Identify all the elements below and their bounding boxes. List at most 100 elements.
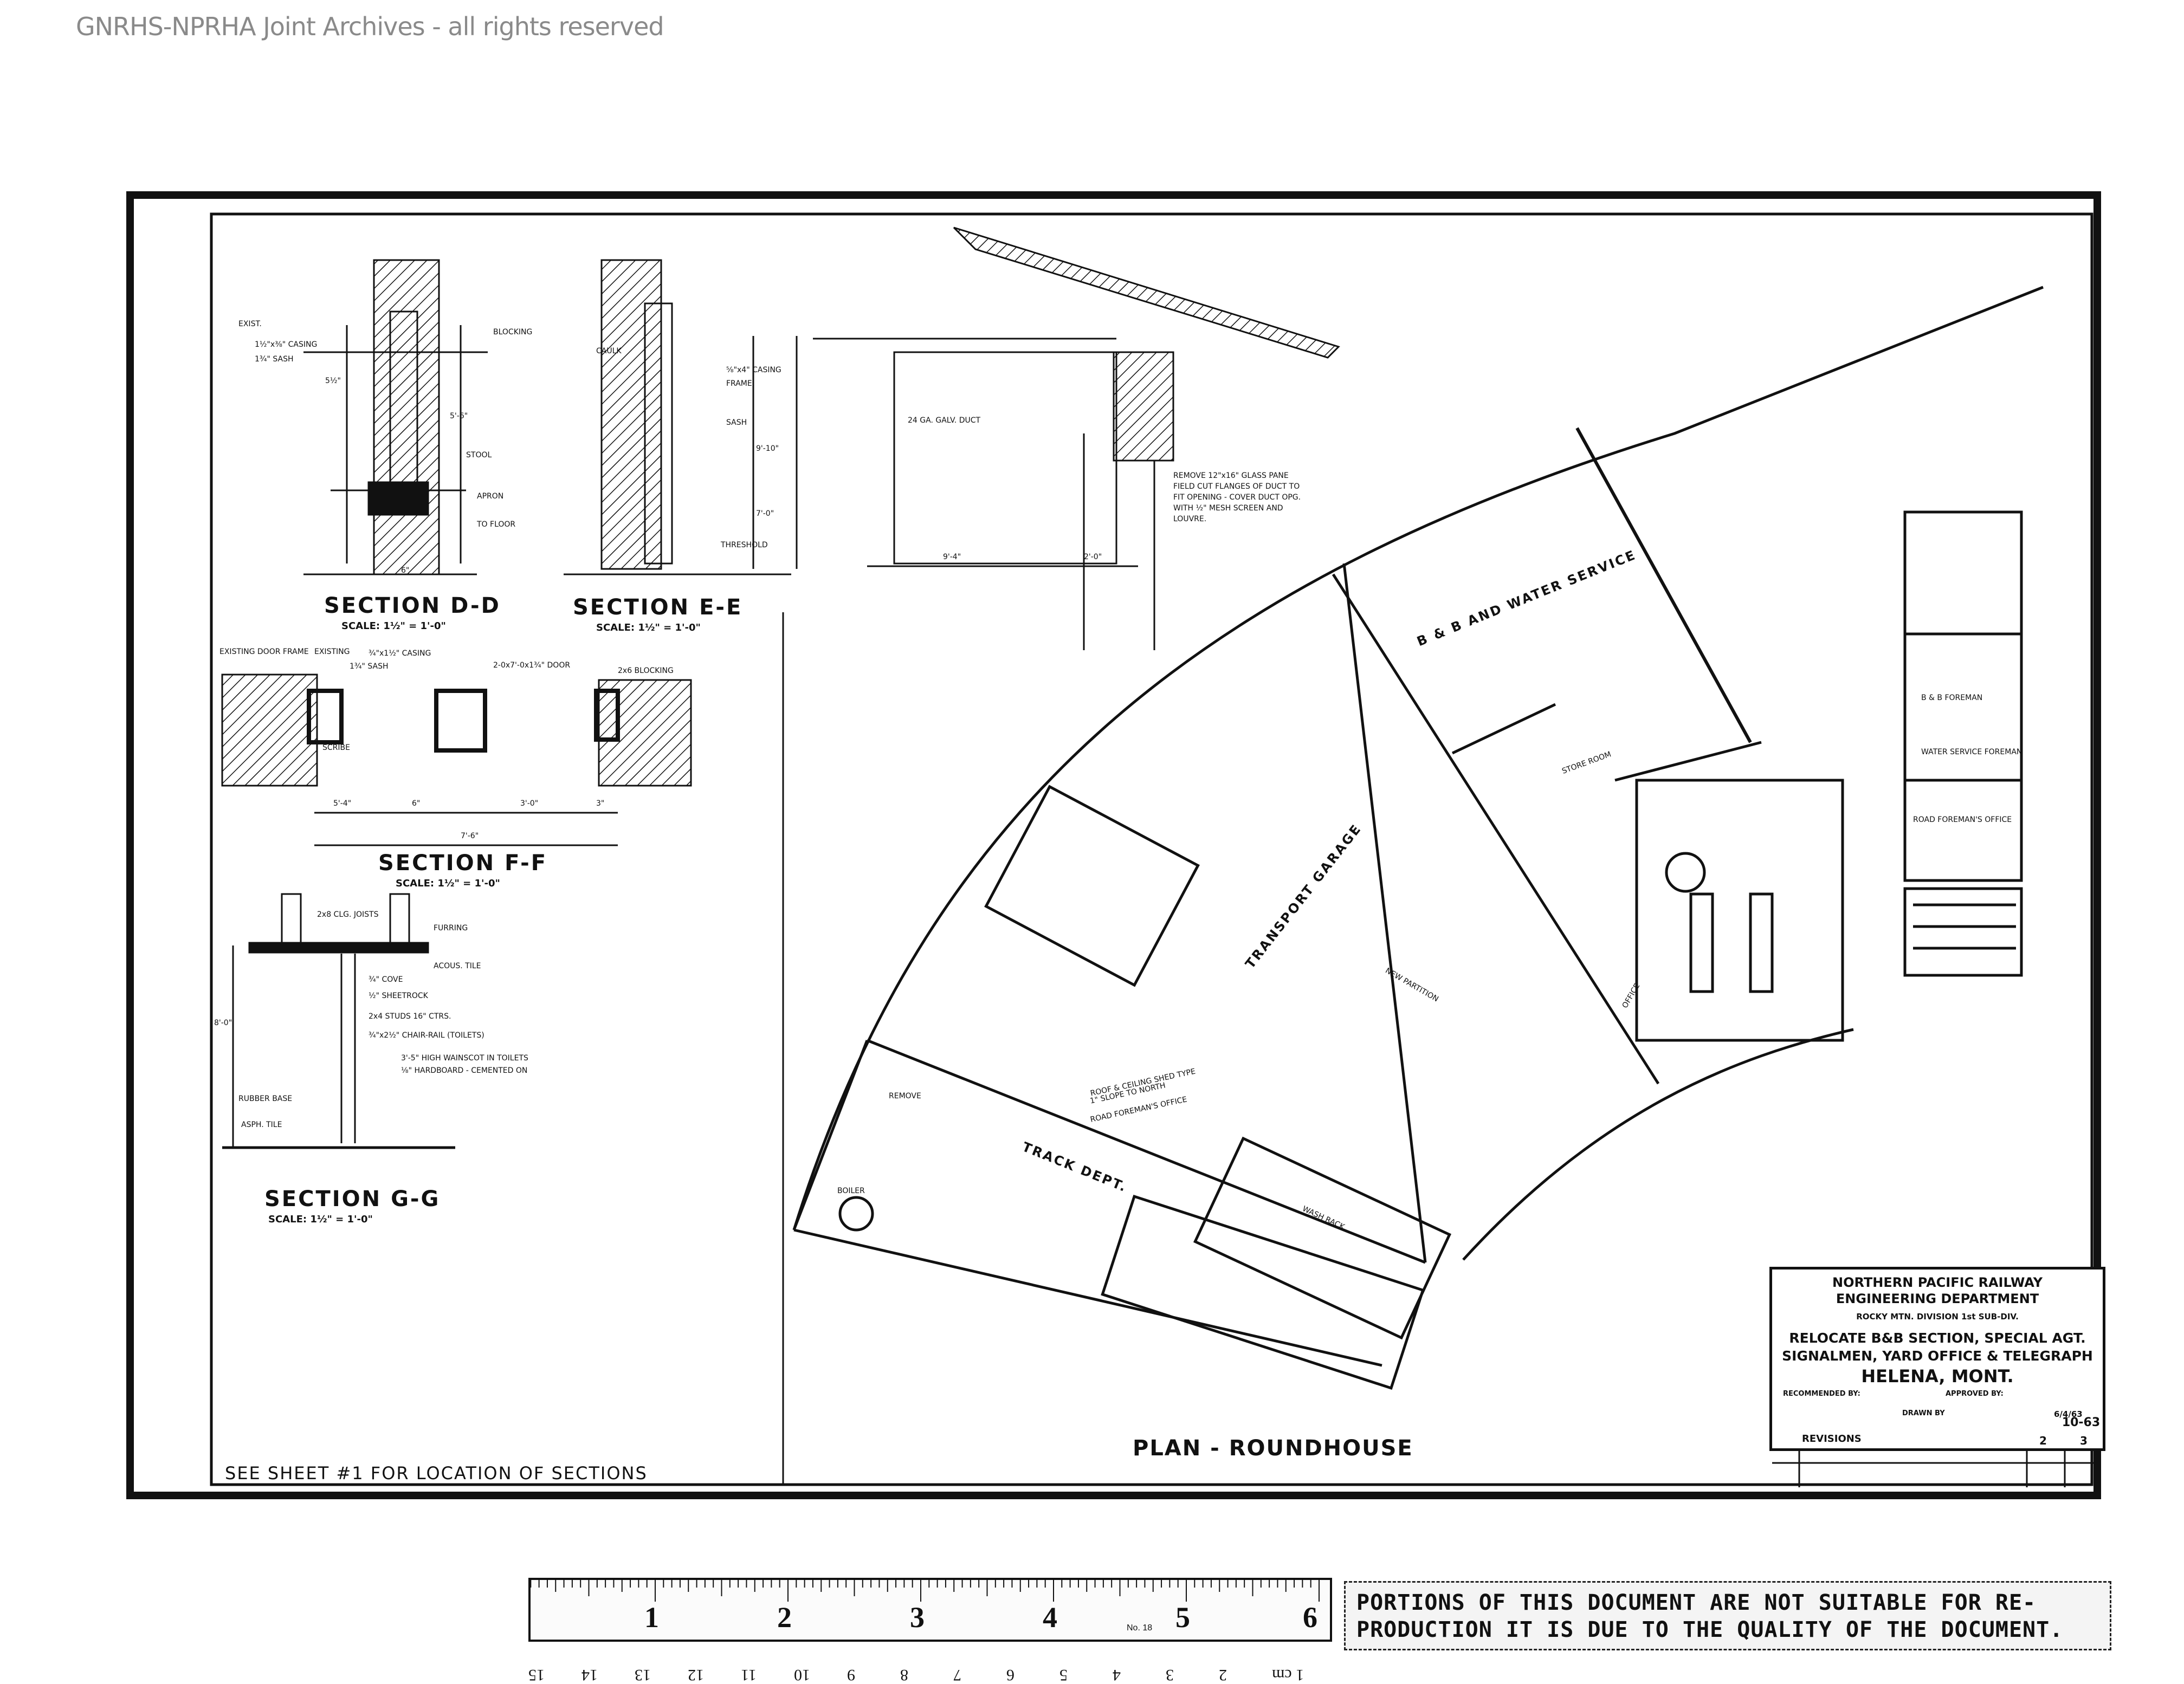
room-boiler: BOILER xyxy=(837,1187,865,1195)
section-ee-scale: SCALE: 1½" = 1'-0" xyxy=(596,622,701,633)
dd-note: EXIST. xyxy=(238,320,262,328)
duct-note: LOUVRE. xyxy=(1173,515,1207,523)
ee-note: SASH xyxy=(726,418,747,427)
dd-note: TO FLOOR xyxy=(477,520,516,529)
cm-label: 7 xyxy=(953,1666,961,1684)
cm-label: 1 cm xyxy=(1272,1666,1304,1684)
dd-note: STOOL xyxy=(466,451,492,459)
notice-line-2: PRODUCTION IT IS DUE TO THE QUALITY OF T… xyxy=(1356,1617,2064,1642)
dd-note: 1¾" SASH xyxy=(255,355,294,364)
ff-note: 3" xyxy=(596,799,605,808)
gg-note: ACOUS. TILE xyxy=(434,962,481,970)
section-ff-title: SECTION F-F xyxy=(378,851,548,876)
cm-label: 4 xyxy=(1113,1666,1121,1684)
cm-label: 14 xyxy=(581,1666,598,1684)
duct-note: FIELD CUT FLANGES OF DUCT TO xyxy=(1173,482,1300,491)
ruler-inch-label: 3 xyxy=(910,1601,925,1634)
gg-note: ¾" COVE xyxy=(369,975,403,984)
ff-note: 6" xyxy=(412,799,421,808)
ruler-ticks xyxy=(531,1580,1320,1602)
ff-note: SCRIBE xyxy=(322,743,350,752)
roundhouse-plan-drawing xyxy=(792,286,2044,1390)
gg-note: 3'-5" HIGH WAINSCOT IN TOILETS xyxy=(401,1054,528,1063)
archive-watermark: GNRHS-NPRHA Joint Archives - all rights … xyxy=(76,12,664,41)
tb-line1: RELOCATE B&B SECTION, SPECIAL AGT. xyxy=(1789,1330,2086,1346)
title-block: NORTHERN PACIFIC RAILWAY ENGINEERING DEP… xyxy=(1769,1267,2105,1451)
tb-sheet-no: 2 xyxy=(2039,1434,2047,1447)
ff-note: ¾"x1½" CASING xyxy=(369,649,431,658)
ee-note: 7'-0" xyxy=(756,509,774,518)
ff-note: EXISTING DOOR FRAME xyxy=(219,647,309,656)
ff-note: 3'-0" xyxy=(520,799,539,808)
metric-ruler: 15 14 13 12 11 10 9 8 7 6 5 4 3 2 1 cm xyxy=(528,1642,1328,1684)
ruler-inch-label: 1 xyxy=(644,1601,659,1634)
sheet-inner-border xyxy=(210,212,2093,1486)
gg-note: RUBBER BASE xyxy=(238,1094,293,1103)
room-bb-foreman: B & B FOREMAN xyxy=(1921,694,1983,702)
ff-note: 7'-6" xyxy=(461,832,479,840)
room-water-foreman: WATER SERVICE FOREMAN xyxy=(1921,748,2023,756)
gg-note: ½" SHEETROCK xyxy=(369,992,428,1000)
tb-drawn: DRAWN BY xyxy=(1902,1409,1945,1417)
room-road-foreman: ROAD FOREMAN'S OFFICE xyxy=(1913,815,2012,824)
dd-note: BLOCKING xyxy=(493,328,533,336)
ruler-inch-label: 4 xyxy=(1043,1601,1057,1634)
gg-note: ASPH. TILE xyxy=(241,1120,282,1129)
section-ee-drawing xyxy=(564,259,798,575)
ruler-inch-label: 5 xyxy=(1175,1601,1190,1634)
tb-date: 6/4/63 xyxy=(2054,1409,2083,1419)
dd-note: 5'-6" xyxy=(450,412,468,420)
cm-label: 8 xyxy=(900,1666,908,1684)
plan-title: PLAN - ROUNDHOUSE xyxy=(1133,1436,1413,1461)
section-gg-title: SECTION G-G xyxy=(264,1187,441,1212)
cm-label: 9 xyxy=(847,1666,855,1684)
cm-label: 11 xyxy=(741,1666,757,1684)
ff-note: 5'-4" xyxy=(333,799,352,808)
cm-label: 6 xyxy=(1006,1666,1015,1684)
dd-note: 6" xyxy=(401,566,410,575)
dd-note: 5½" xyxy=(325,377,341,385)
section-ff-scale: SCALE: 1½" = 1'-0" xyxy=(396,878,500,889)
ee-note: ⅝"x4" CASING xyxy=(726,366,781,374)
scale-ruler: 1 2 3 4 5 6 No. 18 xyxy=(528,1578,1332,1642)
gg-note: FURRING xyxy=(434,924,468,932)
tb-recommended: RECOMMENDED BY: xyxy=(1783,1390,1860,1398)
dd-note: 1½"x⅜" CASING xyxy=(255,340,318,349)
cm-label: 10 xyxy=(794,1666,810,1684)
duct-note: REMOVE 12"x16" GLASS PANE xyxy=(1173,471,1289,480)
gg-note: 2x8 CLG. JOISTS xyxy=(317,910,379,919)
section-ee-title: SECTION E-E xyxy=(573,595,743,620)
ff-note: 1¾" SASH xyxy=(350,662,389,671)
gg-note: ¾"x2½" CHAIR-RAIL (TOILETS) xyxy=(369,1031,484,1040)
gg-note: 2x4 STUDS 16" CTRS. xyxy=(369,1012,451,1021)
ruler-maker: No. 18 xyxy=(1127,1623,1153,1633)
section-gg-drawing xyxy=(222,893,455,1149)
duct-note: 24 GA. GALV. DUCT xyxy=(908,416,981,425)
ff-note: EXISTING xyxy=(314,647,350,656)
ff-note: 2x6 BLOCKING xyxy=(618,666,674,675)
tb-dept: ENGINEERING DEPARTMENT xyxy=(1836,1291,2039,1306)
tb-location: HELENA, MONT. xyxy=(1861,1366,2014,1387)
cm-label: 15 xyxy=(528,1666,545,1684)
cm-label: 12 xyxy=(688,1666,704,1684)
cm-label: 13 xyxy=(635,1666,651,1684)
duct-dim: 2'-0" xyxy=(1084,553,1102,561)
duct-note: FIT OPENING - COVER DUCT OPG. xyxy=(1173,493,1301,502)
tb-approved: APPROVED BY: xyxy=(1946,1390,2004,1398)
ee-note: CAULK xyxy=(596,347,622,355)
sheet-outer-border xyxy=(126,191,2101,1499)
cm-label: 5 xyxy=(1059,1666,1068,1684)
gg-note: 8'-0" xyxy=(214,1019,232,1027)
ruler-inch-label: 2 xyxy=(777,1601,792,1634)
cm-label: 2 xyxy=(1219,1666,1227,1684)
tb-sheet-of: 3 xyxy=(2080,1434,2088,1447)
duct-dim: 9'-4" xyxy=(943,553,961,561)
gg-note: ⅛" HARDBOARD - CEMENTED ON xyxy=(401,1066,528,1075)
section-dd-drawing xyxy=(303,259,488,575)
ff-note: 2-0x7'-0x1¾" DOOR xyxy=(493,661,571,670)
see-sheet-note: SEE SHEET #1 FOR LOCATION OF SECTIONS xyxy=(225,1463,648,1485)
section-gg-scale: SCALE: 1½" = 1'-0" xyxy=(268,1214,373,1225)
tb-revisions: REVISIONS xyxy=(1802,1433,1862,1445)
